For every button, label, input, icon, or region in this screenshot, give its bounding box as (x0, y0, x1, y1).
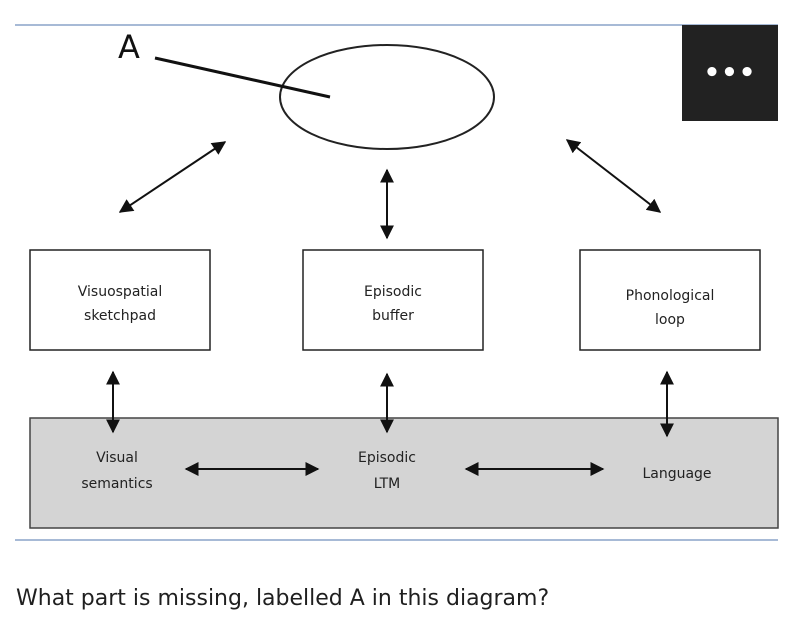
episodic-ltm-label-line1: Episodic (358, 450, 416, 466)
visuospatial-label-line1: Visuospatial (78, 284, 163, 300)
arrow-ellipse-visuospatial (118, 141, 227, 213)
visual-semantics-label-line1: Visual (96, 450, 138, 466)
question-text: What part is missing, labelled A in this… (16, 586, 550, 611)
phonological-loop-box (579, 249, 761, 351)
visuospatial-sketchpad-box (29, 249, 211, 351)
arrow-ellipse-phonological (565, 139, 662, 213)
episodic-buffer-label-line1: Episodic (364, 284, 422, 300)
central-executive-ellipse (279, 44, 495, 150)
episodic-ltm-label-line2: LTM (374, 476, 401, 492)
visuospatial-label-line2: sketchpad (84, 308, 156, 324)
callout-pointer-line (154, 56, 331, 99)
episodic-buffer-label-line2: buffer (372, 308, 414, 324)
phonological-label-line2: loop (655, 312, 685, 328)
long-term-memory-band (29, 417, 779, 529)
episodic-buffer-box (302, 249, 484, 351)
phonological-label-line1: Phonological (626, 288, 715, 304)
more-options-button[interactable]: ••• (682, 25, 778, 121)
visual-semantics-label-line2: semantics (81, 476, 152, 492)
more-horizontal-icon: ••• (703, 58, 757, 88)
language-label: Language (642, 466, 711, 482)
callout-letter-a: A (118, 28, 140, 66)
